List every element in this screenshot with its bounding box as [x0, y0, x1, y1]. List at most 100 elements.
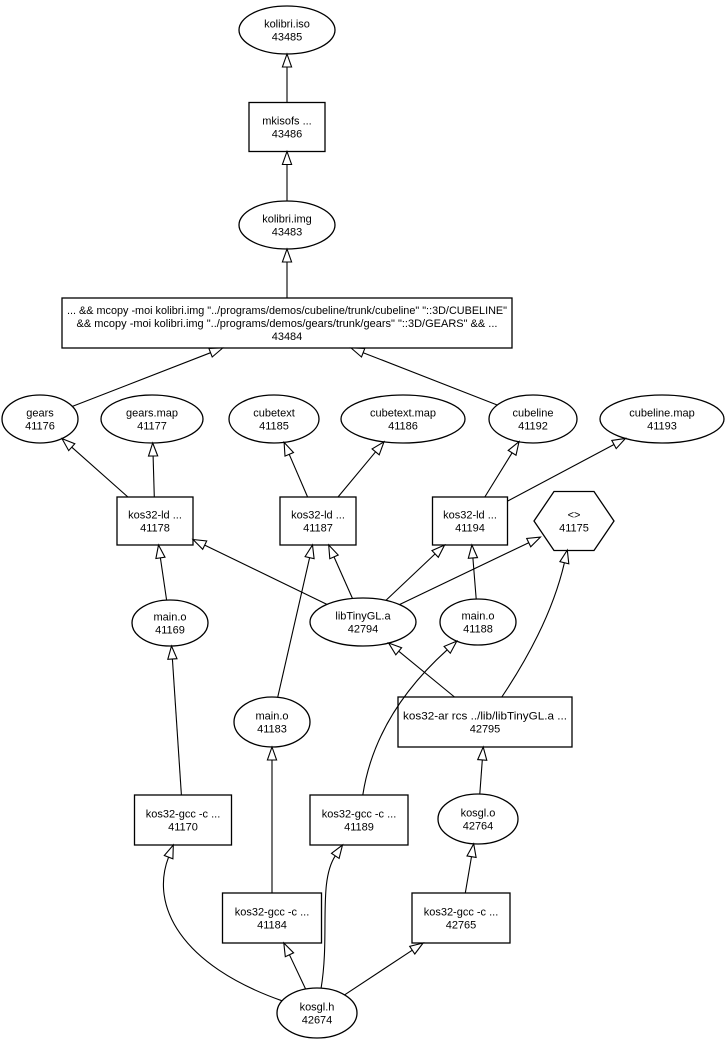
node-id-text: 42765 — [446, 920, 477, 932]
arrowhead-icon — [208, 347, 225, 358]
node-id-text: 43483 — [272, 227, 303, 239]
graph-edge-41184-to-41183 — [266, 745, 278, 893]
graph-node-kos32-gcc-c-41170: kos32-gcc -c ...41170 — [133, 794, 233, 846]
edge-line — [320, 855, 336, 989]
node-id-text: 43485 — [272, 32, 303, 44]
command-node-shape — [221, 892, 323, 944]
node-id-text: 41184 — [257, 920, 287, 932]
graph-edge-41187-to-41185 — [283, 440, 309, 498]
node-label-text: kos32-gcc -c ... — [424, 907, 499, 919]
edge-line — [399, 542, 529, 606]
command-node-shape — [279, 496, 357, 546]
graph-edge-43484-to-43483 — [281, 247, 293, 298]
group-node-shape — [533, 490, 615, 552]
arrowhead-icon — [466, 842, 477, 859]
graph-node-kos32-gcc-c-41189: kos32-gcc -c ...41189 — [309, 794, 409, 846]
file-node-shape — [228, 394, 320, 444]
graph-edge-41187-to-41186 — [337, 440, 386, 498]
node-label-text: kolibri.iso — [264, 19, 310, 31]
graph-edge-42795-to-42794 — [387, 641, 455, 698]
edge-line — [385, 553, 436, 601]
node-label-text: <> — [568, 510, 581, 522]
arrowhead-icon — [476, 745, 488, 761]
edge-line — [204, 544, 328, 605]
node-id-text: 41178 — [140, 523, 170, 535]
graph-node-kos32-ld-41187: kos32-ld ...41187 — [279, 496, 357, 546]
arrowhead-icon — [283, 941, 295, 958]
graph-edge-41194-to-41193 — [507, 437, 627, 502]
graph-node-kos32-gcc-c-42765: kos32-gcc -c ...42765 — [411, 892, 511, 944]
arrowhead-icon — [443, 639, 459, 655]
graph-edge-41192-to-43484 — [349, 347, 498, 406]
graph-edge-41194-to-41192 — [484, 440, 520, 498]
arrowhead-icon — [467, 543, 479, 559]
node-id-text: 41188 — [463, 624, 493, 636]
graph-edge-41178-to-41176 — [60, 437, 129, 498]
graph-edge-42674-to-41189 — [320, 843, 344, 989]
node-id-text: 41187 — [303, 523, 333, 535]
file-node-shape — [1, 394, 79, 444]
arrowhead-icon — [559, 548, 570, 565]
graph-edge-42674-to-41170 — [162, 843, 283, 1002]
node-id-text: 41186 — [388, 421, 418, 433]
node-id-text: 41169 — [155, 625, 185, 637]
arrowhead-icon — [330, 843, 344, 860]
node-label-text: kos32-ld ... — [291, 510, 345, 522]
arrowhead-icon — [155, 543, 166, 560]
node-label-text: libTinyGL.a — [335, 611, 391, 623]
node-id-text: 41193 — [647, 421, 677, 433]
node-label-text: main.o — [153, 612, 186, 624]
edge-line — [288, 454, 309, 498]
node-label-text: && mcopy -moi kolibri.img "../programs/d… — [77, 318, 498, 330]
edge-line — [71, 446, 129, 498]
edge-line — [72, 352, 211, 407]
arrowhead-icon — [349, 347, 366, 358]
graph-edge-41188-to-41194 — [467, 543, 479, 600]
edge-line — [479, 759, 483, 795]
graph-edge-41183-to-41187 — [277, 543, 315, 698]
graph-edge-42794-to-41187 — [328, 543, 354, 599]
edge-line — [277, 557, 311, 698]
graph-edge-42794-to-41175 — [399, 536, 542, 606]
file-node-shape — [437, 793, 519, 845]
arrowhead-icon — [163, 843, 174, 860]
graph-node-mcopy-moi-kolibri-img-programs-demos-cubeline-trunk-cubeline-3d-cubeline-43484: ... && mcopy -moi kolibri.img "../progra… — [61, 297, 513, 349]
arrowhead-icon — [408, 942, 425, 955]
command-node-shape — [133, 794, 233, 846]
graph-edge-41178-to-41177 — [147, 441, 159, 498]
node-id-text: 41175 — [559, 523, 589, 535]
arrowhead-icon — [281, 247, 293, 263]
arrowhead-icon — [387, 641, 403, 656]
edge-line — [337, 451, 377, 498]
edge-line — [464, 856, 473, 894]
graph-node-mkisofs-43486: mkisofs ...43486 — [248, 101, 326, 153]
graph-edge-42764-to-42795 — [476, 745, 488, 795]
graph-edge-42794-to-41194 — [385, 543, 446, 601]
node-id-text: 43486 — [272, 129, 303, 141]
graph-edge-42674-to-42765 — [344, 942, 425, 996]
node-label-text: kos32-gcc -c ... — [146, 809, 221, 821]
node-label-text: ... && mcopy -moi kolibri.img "../progra… — [67, 305, 507, 317]
arrowhead-icon — [371, 440, 386, 456]
command-node-shape — [397, 696, 573, 748]
edge-line — [288, 954, 307, 990]
arrowhead-icon — [281, 149, 293, 166]
command-node-shape — [309, 794, 409, 846]
edge-line — [171, 658, 182, 796]
node-label-text: cubeline.map — [629, 408, 694, 420]
arrowhead-icon — [507, 440, 520, 457]
command-node-shape — [248, 101, 326, 153]
command-node-shape — [411, 892, 511, 944]
edge-line — [362, 649, 448, 796]
graph-node-group-41175: <>41175 — [533, 490, 615, 552]
file-node-shape — [340, 394, 466, 444]
graph-edge-42674-to-41184 — [283, 941, 307, 990]
